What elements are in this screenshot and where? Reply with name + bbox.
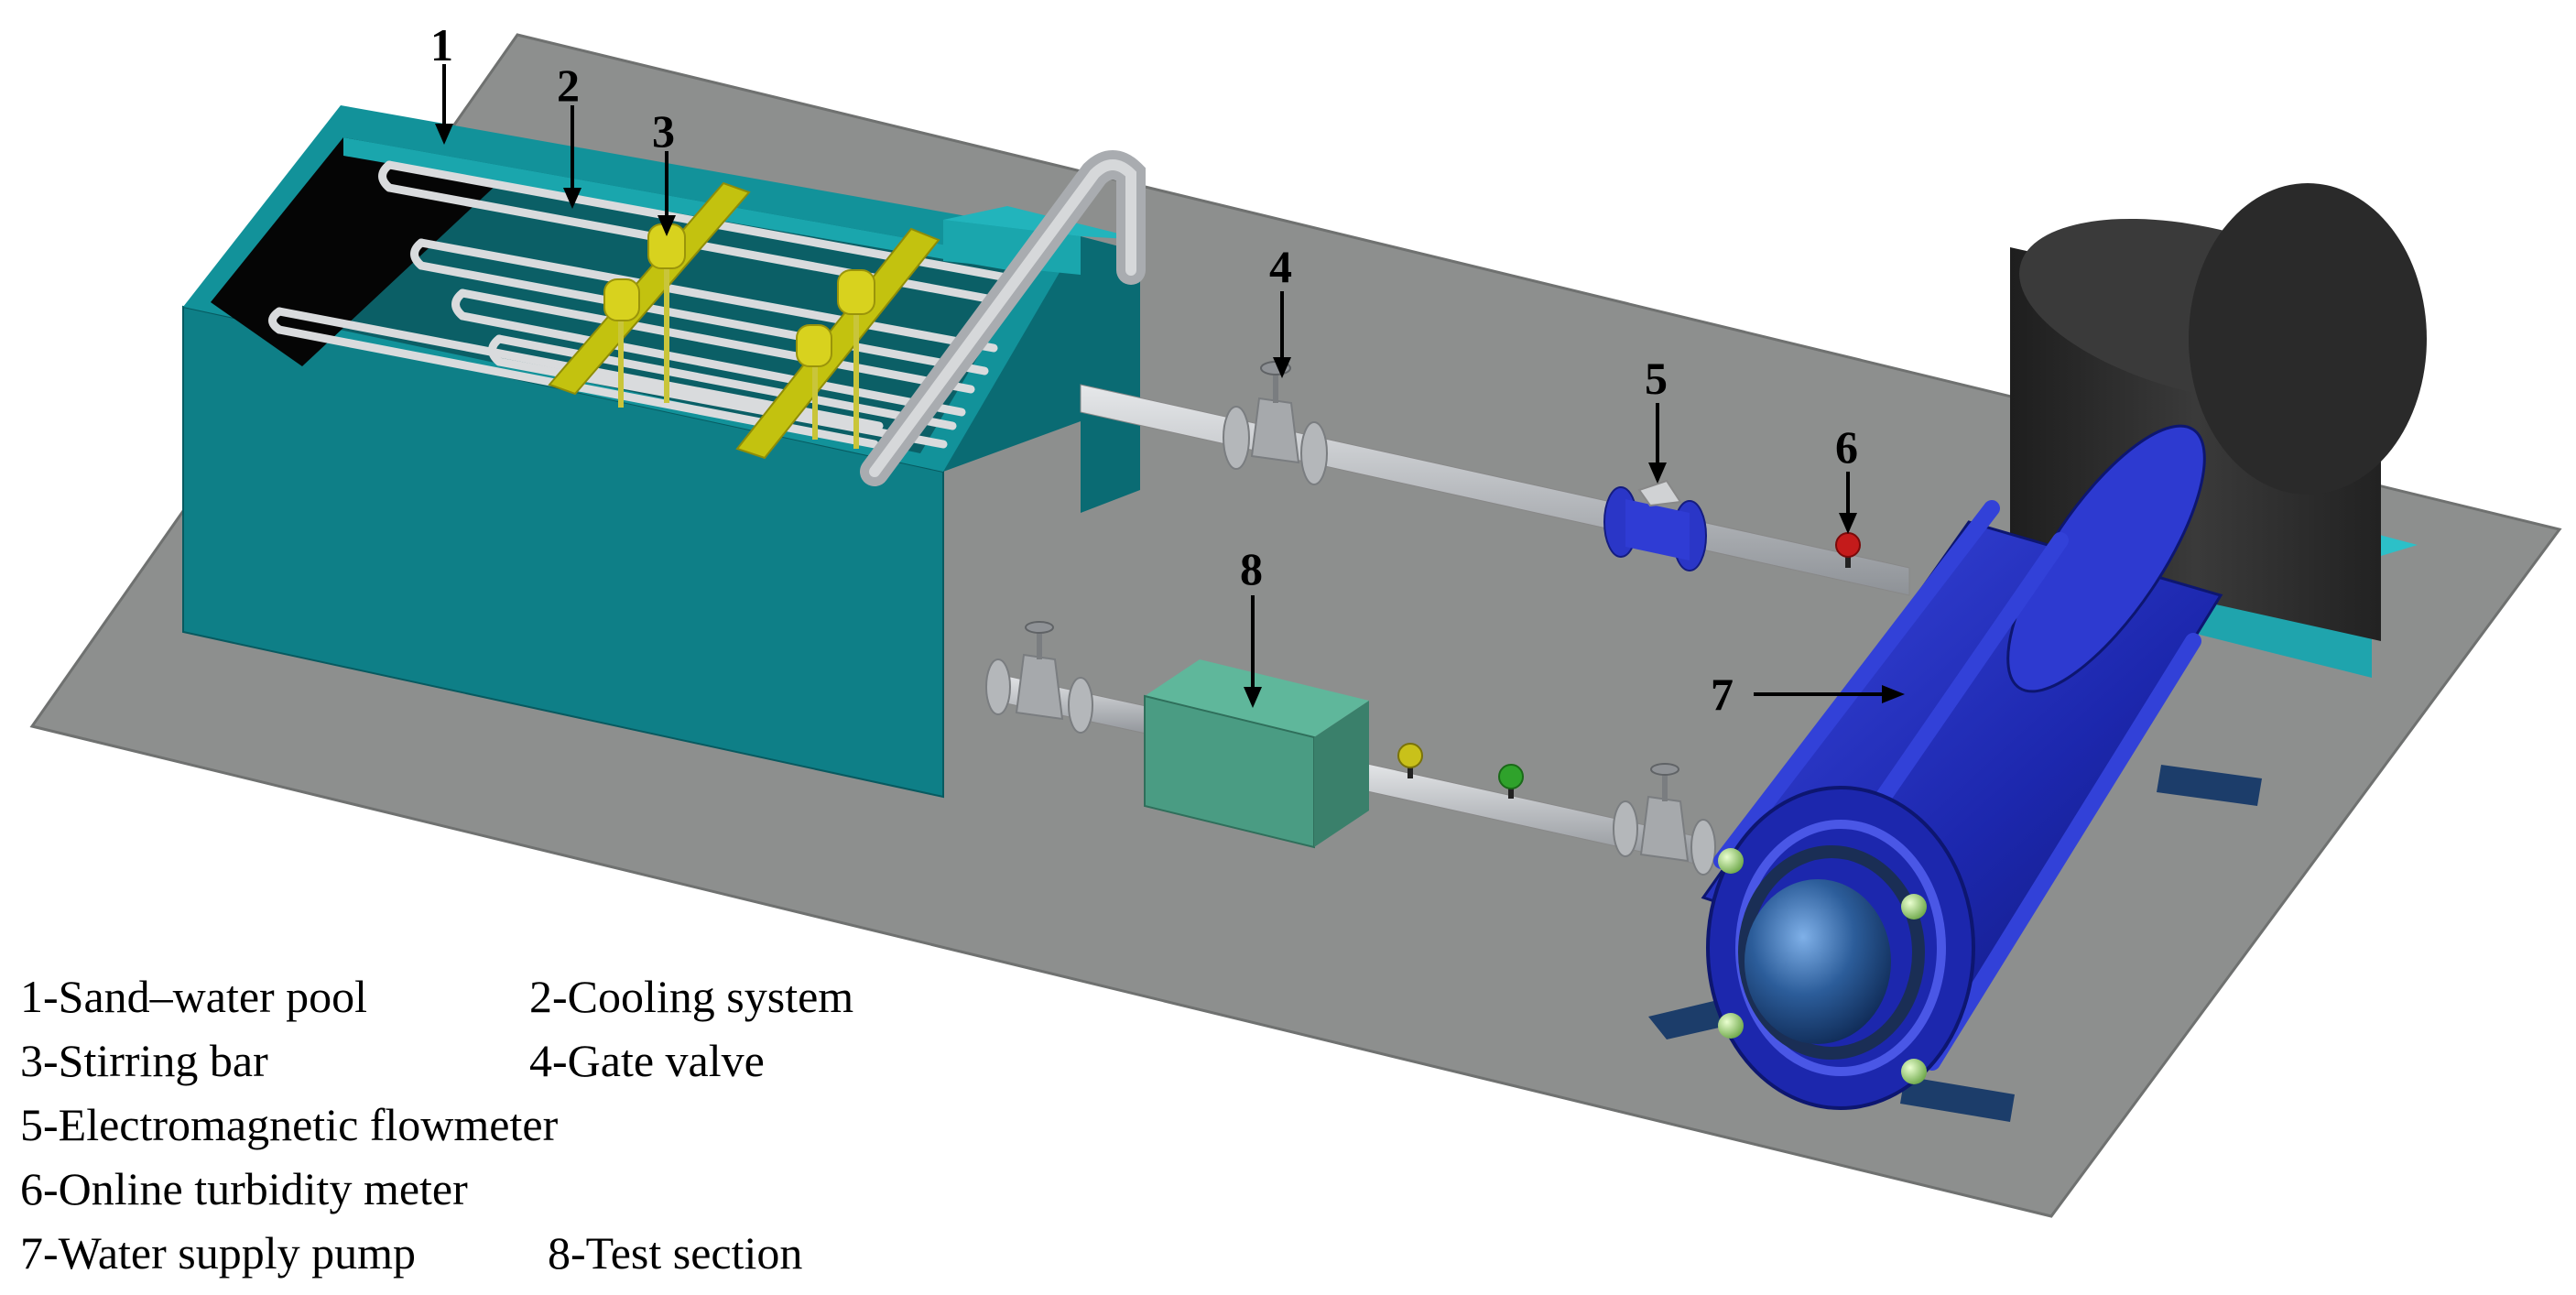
electromagnetic-flowmeter bbox=[1603, 479, 1707, 571]
callout-1: 1 bbox=[430, 19, 453, 71]
legend-item-5: 5-Electromagnetic flowmeter bbox=[20, 1099, 559, 1150]
callout-5: 5 bbox=[1645, 353, 1668, 404]
legend-item-4: 4-Gate valve bbox=[529, 1035, 765, 1086]
gate-valve-upper bbox=[1223, 361, 1328, 485]
legend-item-3: 3-Stirring bar bbox=[20, 1035, 268, 1086]
gate-valve-lower-right bbox=[1613, 763, 1716, 876]
callout-arrows bbox=[435, 64, 1905, 708]
return-pipe bbox=[860, 150, 1146, 486]
gate-valve-lower-left bbox=[985, 621, 1093, 734]
legend-item-2: 2-Cooling system bbox=[529, 971, 853, 1022]
callout-4: 4 bbox=[1269, 241, 1292, 292]
legend: 1-Sand–water pool 2-Cooling system 3-Sti… bbox=[20, 971, 853, 1279]
legend-item-1: 1-Sand–water pool bbox=[20, 971, 367, 1022]
legend-item-8: 8-Test section bbox=[548, 1227, 802, 1279]
legend-item-6: 6-Online turbidity meter bbox=[20, 1163, 468, 1214]
stirring-bars bbox=[548, 181, 940, 460]
pressure-sensors bbox=[1397, 743, 1524, 799]
callout-6: 6 bbox=[1835, 421, 1858, 473]
water-supply-pump bbox=[1648, 424, 2262, 1122]
callout-3: 3 bbox=[652, 105, 675, 157]
legend-item-7: 7-Water supply pump bbox=[20, 1227, 416, 1279]
callout-7: 7 bbox=[1711, 669, 1734, 720]
callout-labels: 1 2 3 4 5 6 7 8 bbox=[430, 19, 1858, 720]
callout-2: 2 bbox=[557, 60, 580, 111]
callout-8: 8 bbox=[1240, 543, 1263, 594]
sand-water-pool bbox=[182, 105, 1145, 799]
cooling-system bbox=[268, 160, 1021, 449]
